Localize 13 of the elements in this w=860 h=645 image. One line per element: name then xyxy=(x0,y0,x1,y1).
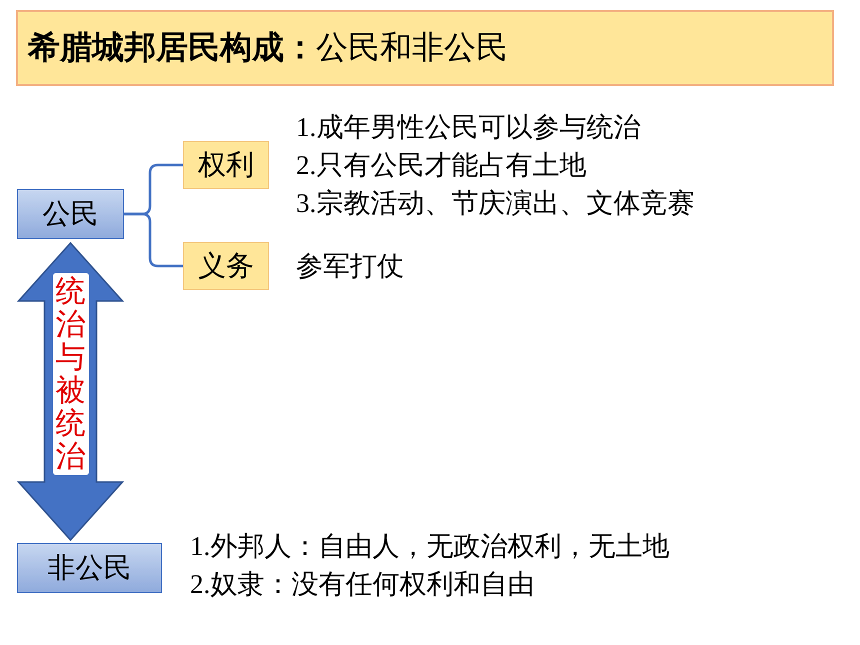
description-text: 2.只有公民才能占有土地 xyxy=(296,149,588,182)
description-text: 2.奴隶：没有任何权利和自由 xyxy=(190,568,536,601)
label-box: 义务 xyxy=(183,242,269,290)
description-text: 1.成年男性公民可以参与统治 xyxy=(296,111,642,144)
label-box: 权利 xyxy=(183,141,269,189)
label-box: 公民 xyxy=(17,189,124,239)
description-text: 3.宗教活动、节庆演出、文体竞赛 xyxy=(296,187,694,220)
title-banner: 希腊城邦居民构成：公民和非公民 xyxy=(16,10,834,86)
edge-label: 统治与被统治 xyxy=(52,273,88,475)
label-box: 非公民 xyxy=(17,543,162,593)
description-text: 1.外邦人：自由人，无政治权利，无土地 xyxy=(190,530,670,563)
description-text: 参军打仗 xyxy=(296,250,404,283)
bracket-line xyxy=(124,212,183,268)
